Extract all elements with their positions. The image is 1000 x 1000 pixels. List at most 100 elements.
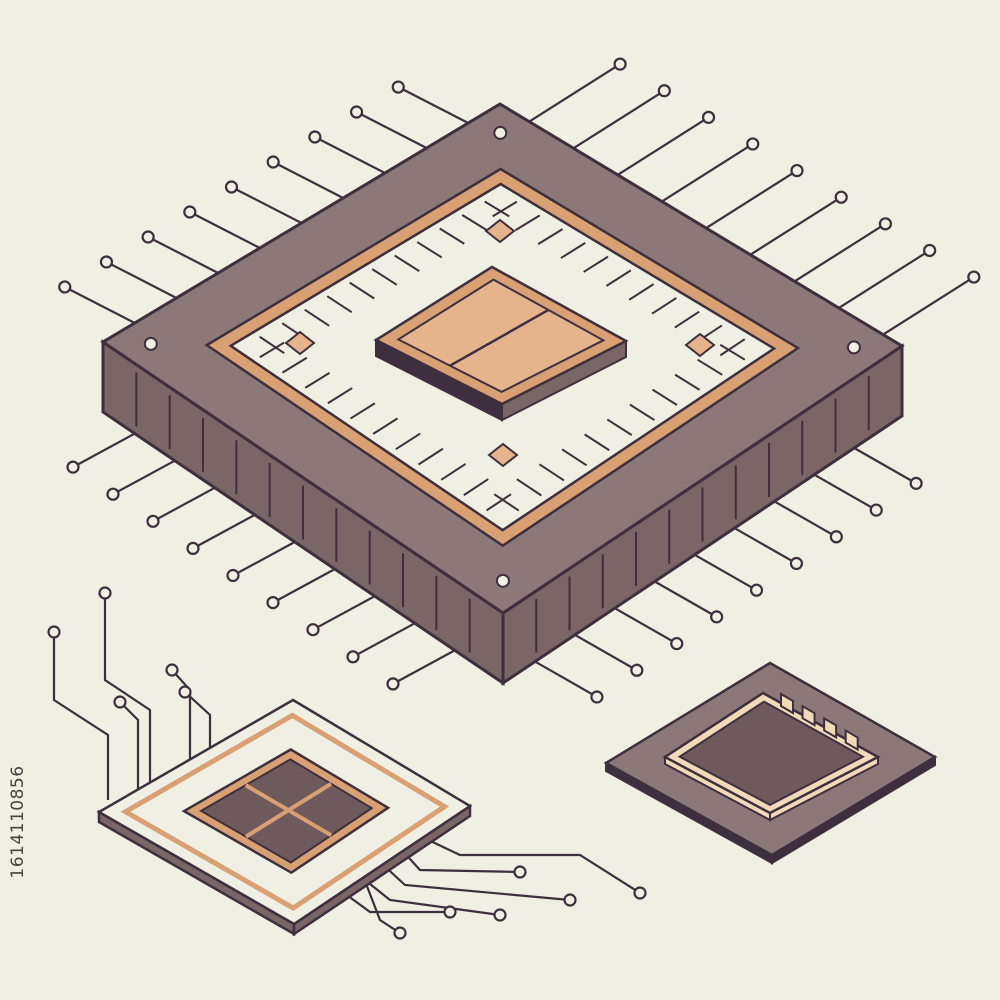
lead-pin xyxy=(805,469,883,517)
dark-chip-contact xyxy=(844,728,859,752)
bond-tick xyxy=(281,356,308,374)
bond-tick xyxy=(349,281,375,300)
bond-tick xyxy=(259,341,285,359)
lead-pin xyxy=(706,163,804,229)
lead-pin xyxy=(183,205,261,249)
bond-tick xyxy=(674,310,700,329)
trace-end-pad xyxy=(633,886,647,900)
bond-tick xyxy=(463,478,489,496)
small-chip-copper-ring xyxy=(120,712,450,911)
circuit-trace xyxy=(103,593,152,790)
contact-pad xyxy=(487,442,519,468)
bond-tick xyxy=(561,448,588,467)
circuit-trace xyxy=(359,875,501,917)
lead-pin xyxy=(146,482,224,528)
bond-tick xyxy=(584,433,610,452)
bond-tick xyxy=(259,335,285,355)
stock-id-text: 1614110856 xyxy=(8,765,28,879)
lead-pin xyxy=(349,105,428,150)
lead-pin xyxy=(566,629,644,677)
circuit-traces xyxy=(58,57,981,704)
contact-pad xyxy=(484,218,516,244)
lead-pin xyxy=(839,243,937,309)
lead-pin xyxy=(66,428,144,474)
bond-tick xyxy=(327,387,353,405)
trace-end-pad xyxy=(493,908,507,922)
lead-pin xyxy=(266,155,344,199)
contact-pad xyxy=(284,330,316,356)
bond-tick xyxy=(651,388,678,406)
bond-tick xyxy=(439,227,465,245)
bond-tick xyxy=(651,297,677,315)
lead-pin xyxy=(573,84,671,149)
bond-tick xyxy=(395,432,421,451)
trace-end-pad xyxy=(393,926,407,940)
bond-tick xyxy=(461,214,488,231)
dark-die xyxy=(677,700,865,807)
trace-end-pad xyxy=(563,893,577,907)
bond-tick xyxy=(628,283,655,301)
lead-pin xyxy=(883,270,981,335)
lead-pin xyxy=(646,575,724,624)
lead-pin xyxy=(224,180,303,224)
circuit-trace xyxy=(419,835,641,894)
bond-tick xyxy=(304,372,331,389)
bond-tick xyxy=(394,254,420,272)
dark-chip-contact xyxy=(801,704,816,727)
circuit-trace xyxy=(184,691,212,760)
dark-chip-contact xyxy=(823,716,838,740)
circuit-trace xyxy=(379,861,571,902)
trace-end-pad xyxy=(165,663,179,677)
circuit-trace xyxy=(119,701,140,790)
lead-pin xyxy=(106,455,184,501)
lead-pin xyxy=(391,80,469,125)
bond-tick xyxy=(514,214,541,232)
bond-tick xyxy=(417,447,444,466)
lead-pin xyxy=(750,190,848,256)
trace-end-pad xyxy=(113,695,127,709)
bond-tick xyxy=(349,402,376,420)
lead-pin xyxy=(606,602,684,651)
die-divider xyxy=(449,308,549,367)
bond-tick xyxy=(440,463,467,481)
bond-tick xyxy=(371,268,398,286)
bond-tick xyxy=(484,200,510,218)
lead-pin xyxy=(226,536,304,583)
small-die-divider xyxy=(244,783,333,838)
lead-pin xyxy=(617,110,716,176)
bond-tick xyxy=(493,493,520,512)
lead-pin xyxy=(526,656,604,704)
trace-end-pad xyxy=(47,625,61,639)
lead-pin xyxy=(529,57,627,123)
trace-end-pad xyxy=(98,586,112,600)
bond-tick xyxy=(372,417,399,435)
trace-end-pad xyxy=(443,905,457,919)
contact-pad xyxy=(684,332,716,358)
lead-pin xyxy=(306,590,384,637)
bond-tick xyxy=(606,418,633,436)
main-cpu-chip xyxy=(100,102,905,686)
bond-tick xyxy=(719,338,746,357)
lead-pin xyxy=(765,495,843,544)
circuit-trace xyxy=(171,669,192,770)
lead-pin xyxy=(58,280,136,324)
bond-tick xyxy=(516,478,542,497)
lead-pin xyxy=(99,255,177,299)
bond-tick xyxy=(537,228,564,246)
lead-pin xyxy=(266,563,344,610)
bond-tick xyxy=(326,295,353,313)
circuit-trace xyxy=(52,632,110,800)
bond-tick xyxy=(719,343,746,361)
bond-tick xyxy=(492,200,518,218)
bond-tick xyxy=(416,241,443,259)
lead-pin xyxy=(794,217,893,282)
mount-hole xyxy=(493,125,508,140)
mount-hole xyxy=(143,336,158,351)
lead-pin xyxy=(308,130,386,174)
dark-chip-contact xyxy=(780,692,794,715)
lead-pin xyxy=(186,509,264,556)
trace-end-pad xyxy=(178,685,192,699)
lead-pin xyxy=(386,644,464,691)
lead-pin xyxy=(725,522,804,571)
lead-pin xyxy=(685,549,764,597)
